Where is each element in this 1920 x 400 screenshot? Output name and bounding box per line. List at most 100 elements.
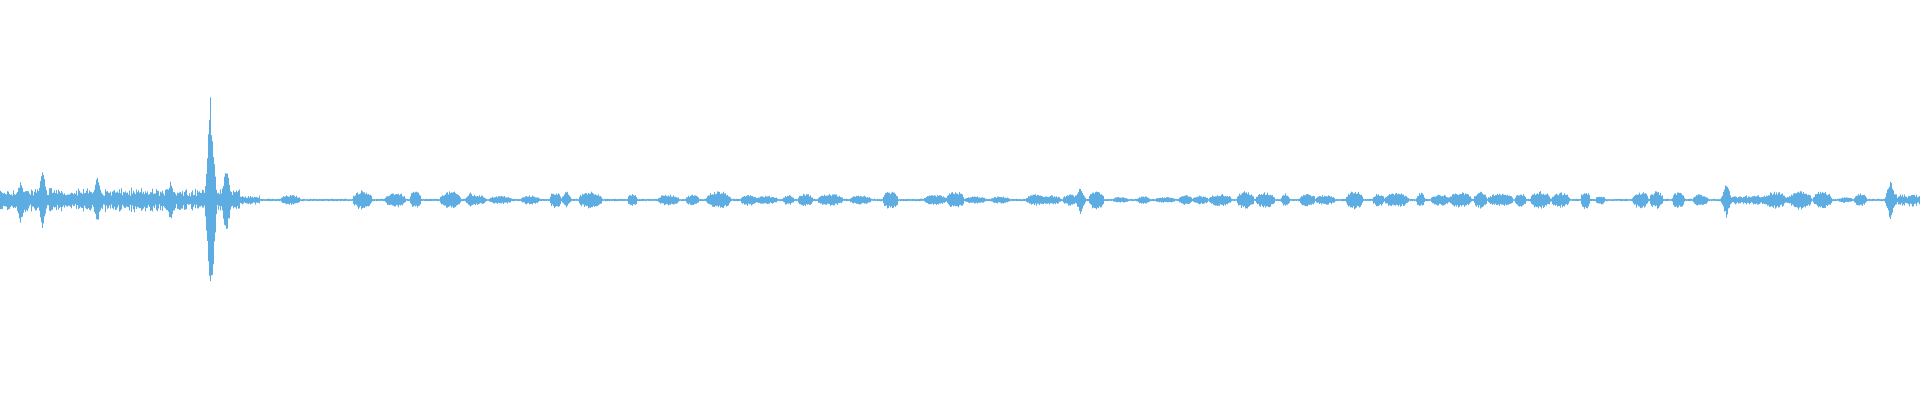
waveform-sample-bar xyxy=(79,190,80,209)
waveform-sample-bar xyxy=(1167,197,1168,203)
waveform-sample-bar xyxy=(1488,197,1489,202)
waveform-sample-bar xyxy=(335,199,336,201)
waveform-sample-bar xyxy=(1382,196,1383,205)
waveform-sample-bar xyxy=(1678,192,1679,208)
waveform-sample-bar xyxy=(1277,198,1278,201)
waveform-sample-bar xyxy=(154,193,155,208)
waveform-sample-bar xyxy=(27,191,28,212)
waveform-sample-bar xyxy=(872,199,873,201)
waveform-sample-bar xyxy=(465,198,466,202)
waveform-sample-bar xyxy=(471,194,472,206)
waveform-sample-bar xyxy=(1783,195,1784,206)
waveform-sample-bar xyxy=(340,198,341,202)
waveform-sample-bar xyxy=(400,194,401,206)
waveform-sample-bar xyxy=(1369,198,1370,201)
waveform-sample-bar xyxy=(982,197,983,203)
waveform-sample-bar xyxy=(1267,192,1268,207)
waveform-sample-bar xyxy=(172,188,173,215)
waveform-sample-bar xyxy=(1100,194,1101,208)
waveform-sample-bar xyxy=(1021,199,1022,202)
waveform-sample-bar xyxy=(628,196,629,204)
waveform-sample-bar xyxy=(1224,196,1225,205)
waveform-sample-bar xyxy=(753,197,754,204)
waveform-sample-bar xyxy=(1814,196,1815,204)
waveform-sample-bar xyxy=(1712,199,1713,201)
waveform-sample-bar xyxy=(1393,194,1394,205)
waveform-sample-bar xyxy=(602,198,603,202)
waveform-sample-bar xyxy=(102,194,103,210)
waveform-sample-bar xyxy=(1812,199,1813,201)
waveform-sample-bar xyxy=(1027,198,1028,203)
waveform-sample-bar xyxy=(907,199,908,202)
waveform-sample-bar xyxy=(485,198,486,202)
waveform-sample-bar xyxy=(669,196,670,205)
waveform-sample-bar xyxy=(321,199,322,201)
waveform-sample-bar xyxy=(97,178,98,220)
waveform-sample-bar xyxy=(919,199,920,202)
waveform-sample-bar xyxy=(1258,195,1259,204)
waveform-sample-bar xyxy=(1031,195,1032,205)
waveform-sample-bar xyxy=(1003,196,1004,204)
waveform-sample-bar xyxy=(28,191,29,209)
waveform-sample-bar xyxy=(94,189,95,213)
waveform-sample-bar xyxy=(607,198,608,202)
waveform-sample-bar xyxy=(182,191,183,209)
waveform-sample-bar xyxy=(1433,196,1434,204)
waveform-sample-bar xyxy=(307,199,308,202)
waveform-sample-bar xyxy=(1182,196,1183,204)
waveform-sample-bar xyxy=(1776,192,1777,208)
waveform-sample-bar xyxy=(704,198,705,201)
waveform-sample-bar xyxy=(1558,195,1559,206)
waveform-sample-bar xyxy=(1230,196,1231,203)
waveform-sample-bar xyxy=(1024,198,1025,201)
waveform-sample-bar xyxy=(269,198,270,201)
waveform-sample-bar xyxy=(1283,195,1284,206)
waveform-sample-bar xyxy=(191,192,192,209)
waveform-sample-bar xyxy=(303,198,304,202)
waveform-sample-bar xyxy=(1770,192,1771,207)
waveform-sample-bar xyxy=(668,195,669,206)
waveform-sample-bar xyxy=(1602,197,1603,205)
waveform-sample-bar xyxy=(394,195,395,207)
waveform-sample-bar xyxy=(1241,194,1242,208)
waveform-sample-bar xyxy=(800,195,801,205)
waveform-sample-bar xyxy=(996,197,997,203)
waveform-sample-bar xyxy=(709,195,710,205)
waveform-sample-bar xyxy=(72,193,73,205)
waveform-sample-bar xyxy=(979,197,980,203)
waveform-sample-bar xyxy=(951,192,952,207)
waveform-sample-bar xyxy=(763,197,764,204)
waveform-sample-bar xyxy=(1767,196,1768,206)
waveform-sample-bar xyxy=(1531,195,1532,204)
waveform-sample-bar xyxy=(1341,199,1342,201)
waveform-sample-bar xyxy=(16,193,17,207)
waveform-sample-bar xyxy=(605,199,606,202)
waveform-sample-bar xyxy=(1615,199,1616,201)
waveform-sample-bar xyxy=(1759,197,1760,204)
waveform-sample-bar xyxy=(455,193,456,207)
waveform-sample-bar xyxy=(345,198,346,201)
waveform-sample-bar xyxy=(794,199,795,202)
waveform-sample-bar xyxy=(32,190,33,207)
waveform-sample-bar xyxy=(1155,199,1156,201)
waveform-sample-bar xyxy=(1060,198,1061,202)
waveform-sample-bar xyxy=(1560,192,1561,208)
waveform-sample-bar xyxy=(1572,199,1573,201)
waveform-sample-bar xyxy=(600,195,601,204)
waveform-sample-bar xyxy=(957,193,958,207)
waveform-sample-bar xyxy=(219,194,220,206)
waveform-sample-bar xyxy=(1363,198,1364,202)
waveform-sample-bar xyxy=(1303,195,1304,206)
waveform-sample-bar xyxy=(1548,195,1549,204)
waveform-sample-bar xyxy=(698,197,699,203)
waveform-sample-bar xyxy=(547,199,548,201)
waveform-sample-bar xyxy=(380,198,381,202)
waveform-sample-bar xyxy=(1527,199,1528,201)
waveform-sample-bar xyxy=(1266,194,1267,207)
waveform-sample-bar xyxy=(1516,195,1517,205)
waveform-sample-bar xyxy=(1897,198,1898,202)
waveform-sample-bar xyxy=(490,197,491,202)
waveform-sample-bar xyxy=(639,199,640,202)
waveform-sample-bar xyxy=(788,196,789,204)
